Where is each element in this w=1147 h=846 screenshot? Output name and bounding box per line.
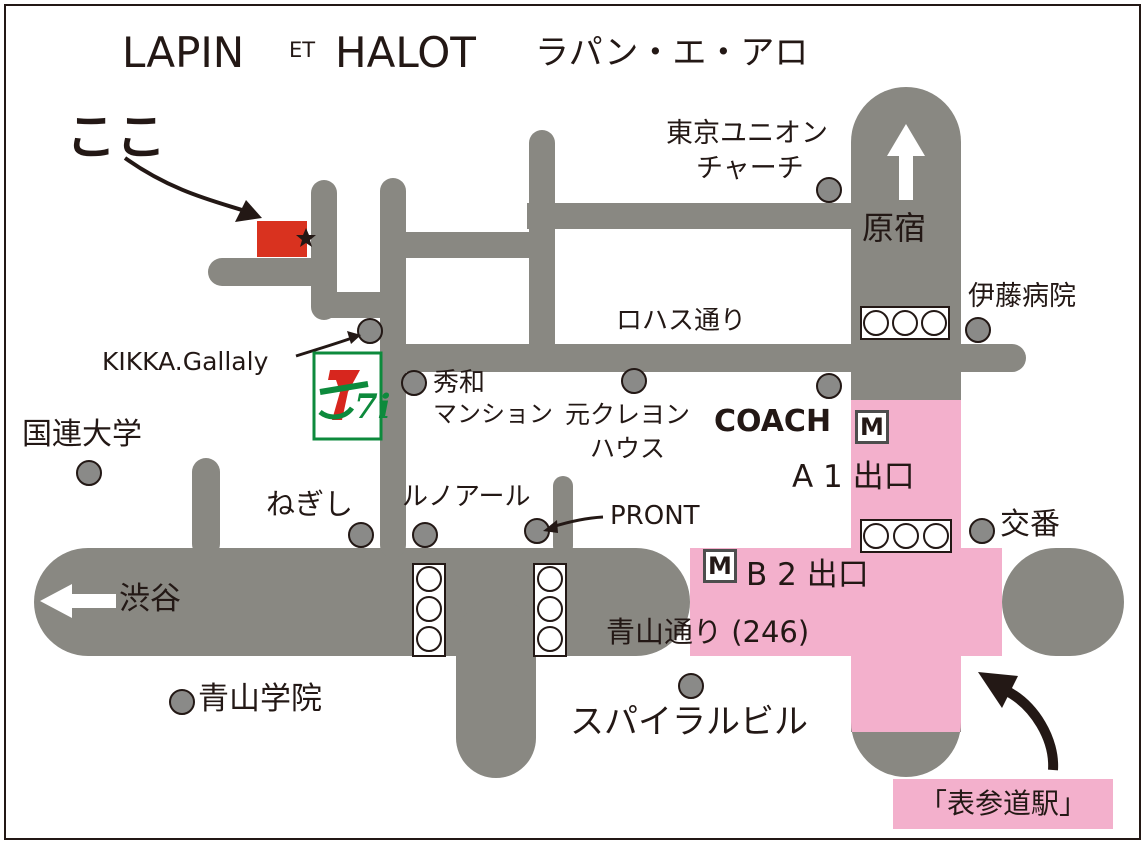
kikka-arrow-icon [295, 336, 353, 358]
svg-text:7i: 7i [354, 387, 391, 427]
omotesando-arrowhead-icon [978, 672, 1018, 708]
connector-street [318, 292, 398, 318]
label-exit-b2: B 2 出口 [746, 557, 869, 593]
here-label: ここ [66, 108, 166, 166]
dot-shuwa-mansion [401, 370, 427, 396]
label-coach: COACH [714, 404, 832, 439]
brand-et: ET [289, 38, 316, 62]
pront-arrowhead-icon [543, 520, 558, 533]
dot-spiral-building [678, 673, 704, 699]
short-street-road [385, 232, 545, 258]
here-street-road [208, 258, 336, 286]
dot-ito-hospital [965, 317, 991, 343]
label-aoyama-street: 青山通り (246) [606, 615, 810, 649]
label-aoyama-gakuin: 青山学院 [198, 681, 322, 717]
map-frame [4, 4, 1141, 840]
star-icon [296, 228, 316, 247]
label-pront: PRONT [610, 501, 700, 531]
vertical-street-e [553, 476, 573, 556]
label-moto-crayon-1: 元クレヨン [565, 400, 691, 429]
label-tokyo-union-church-2: チャーチ [696, 153, 804, 184]
brand-left: LAPIN [122, 28, 245, 77]
label-negishi: ねぎし [266, 487, 354, 521]
label-shuwa-mansion-2: マンション [433, 400, 553, 428]
label-kokuren-university: 国連大学 [22, 417, 142, 452]
dot-coach [816, 373, 842, 399]
label-spiral-building: スパイラルビル [570, 702, 808, 742]
dot-kokuren-university [76, 460, 102, 486]
harajuku-arrow-icon [887, 124, 925, 200]
label-moto-crayon-2: ハウス [590, 434, 666, 463]
crosswalk-west [412, 563, 446, 657]
vertical-street-a [529, 130, 555, 360]
brand-katakana: ラパン・エ・アロ [535, 33, 809, 73]
avenue-south-extension [851, 722, 961, 777]
label-lunoir: ルノアール [402, 482, 531, 512]
crosswalk-east [533, 563, 567, 657]
omotesando-arrow-icon [1002, 685, 1059, 771]
label-kikka-gallery: KIKKA.Gallaly [102, 347, 269, 376]
crosswalk-north [860, 306, 950, 340]
label-shibuya: 渋谷 [119, 581, 181, 617]
here-arrow-icon [123, 156, 243, 212]
dot-negishi [348, 522, 374, 548]
label-harajuku: 原宿 [862, 209, 927, 247]
label-tokyo-union-church-1: 東京ユニオン [666, 118, 828, 149]
station-marker-a1: M [855, 410, 889, 444]
dot-tokyo-union-church [816, 177, 842, 203]
dot-kikka-gallery [357, 318, 383, 344]
kikka-arrowhead-icon [347, 331, 361, 344]
station-area-horizontal [690, 548, 1002, 656]
seven-eleven-logo: 7i [312, 351, 391, 441]
dot-koban [969, 518, 995, 544]
dot-aoyama-gakuin [169, 689, 195, 715]
label-shuwa-mansion-1: 秀和 [433, 368, 486, 398]
dot-moto-crayon [621, 368, 647, 394]
label-exit-a1: A 1 出口 [792, 459, 915, 495]
label-koban: 交番 [1000, 507, 1060, 542]
dot-lunoir [412, 522, 438, 548]
shibuya-arrow-icon [40, 584, 116, 618]
crosswalk-station [860, 519, 952, 553]
vertical-street-b [380, 178, 406, 558]
here-marker [257, 221, 307, 257]
vertical-street-d [192, 458, 220, 558]
here-arrowhead-icon [235, 200, 262, 222]
label-lohas-street: ロハス通り [616, 306, 747, 336]
brand-right: HALOT [335, 28, 476, 77]
south-street-road [456, 600, 536, 778]
aoyama-dori-road-right [1002, 548, 1124, 656]
label-omotesando-station: 「表参道駅」 [893, 779, 1113, 829]
station-marker-b2: M [703, 549, 737, 583]
upper-street-road [527, 203, 857, 229]
label-ito-hospital: 伊藤病院 [968, 281, 1076, 312]
